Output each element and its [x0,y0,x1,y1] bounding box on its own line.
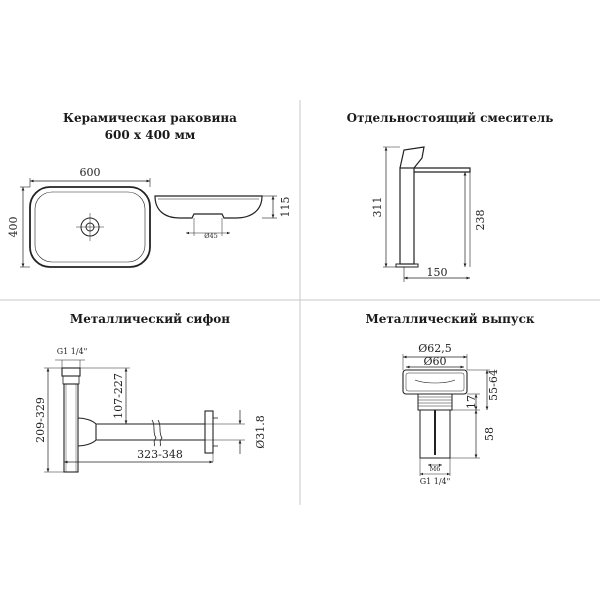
outlet-length-label: 58 [483,427,496,441]
outlet-range-label: 55-64 [487,369,500,401]
siphon-diameter-label: Ø31.8 [254,415,267,449]
outlet-thread-body [417,393,453,411]
siphon-elbow [77,417,97,447]
faucet-base [395,263,419,268]
outlet-drawing [402,354,490,476]
sink-title: Керамическая раковина 600 х 400 мм [0,110,300,144]
siphon-thread-label: G1 1/4" [57,347,88,356]
outlet-outer-label: Ø62,5 [418,342,452,355]
siphon-length-label: 323-348 [137,448,183,461]
sink-side-view [154,195,263,219]
siphon-drawing [44,359,245,473]
outlet-cap [402,369,468,395]
siphon-vertical-label: 107-227 [112,373,125,419]
faucet-total-height-label: 311 [371,197,384,218]
siphon-top-nut [61,367,81,377]
sink-drawing [20,178,277,268]
outlet-gap-label: 17 [465,395,478,409]
faucet-spout [414,167,471,173]
outlet-title: Металлический выпуск [365,312,535,326]
sink-drain-label: Ø45 [204,232,218,240]
sink-top-view-inner [34,191,146,263]
sink-title-text: Керамическая раковина [63,111,237,125]
siphon-height-label: 209-329 [34,397,47,443]
faucet-spout-label: 150 [427,266,448,279]
faucet-body [399,167,415,265]
sink-top-view-outer [29,186,151,268]
siphon-title: Металлический сифон [69,312,231,326]
sink-height-label: 115 [279,197,292,218]
faucet-title: Отдельностоящий смеситель [346,111,554,125]
sink-width-label: 600 [80,166,101,179]
faucet-drawing [383,146,471,282]
faucet-handle [399,146,425,169]
siphon-body [63,383,79,473]
outlet-bolt-label: M6 [430,465,441,473]
faucet-body-height-label: 238 [474,210,487,231]
outlet-inner-label: Ø60 [423,355,446,368]
outlet-thread-label: G1 1/4" [420,477,451,486]
sink-subtitle-text: 600 х 400 мм [104,128,196,142]
siphon-wall-flange [204,410,214,454]
sink-depth-label: 400 [7,217,20,238]
